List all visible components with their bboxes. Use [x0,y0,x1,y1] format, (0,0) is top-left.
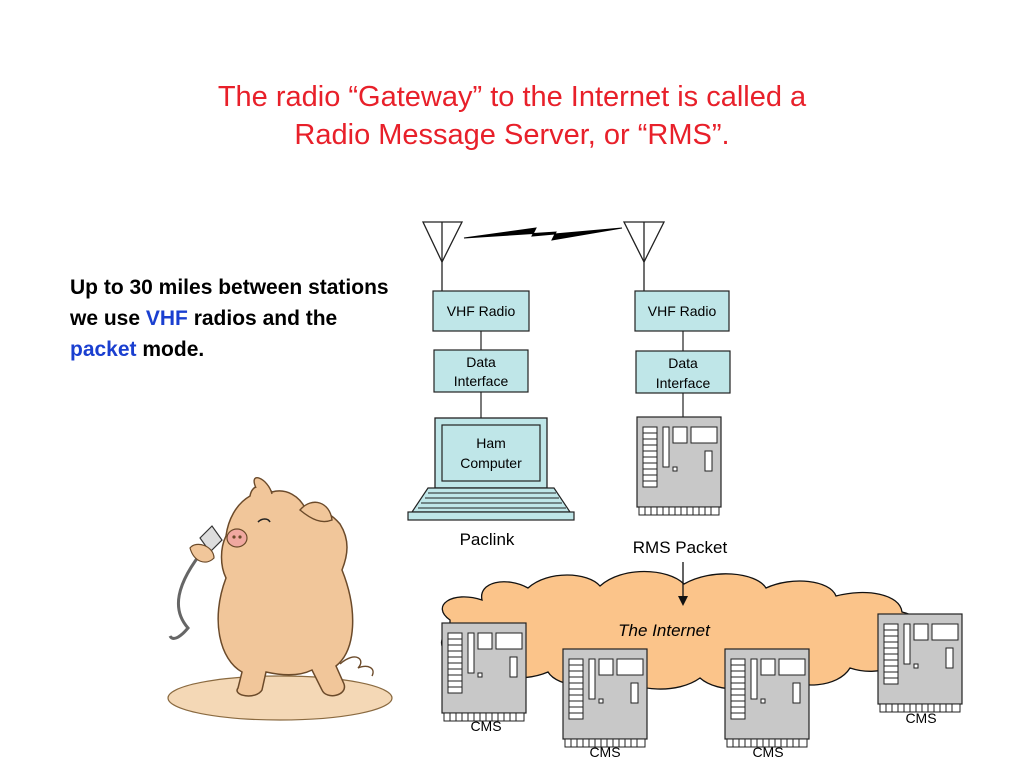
left-vhf-radio-label: VHF Radio [447,303,516,319]
left-interface-label-1: Data [466,354,496,370]
right-interface-label-1: Data [668,355,698,371]
slide-title: The radio “Gateway” to the Internet is c… [0,78,1024,154]
left-data-interface-box: Data Interface [433,349,529,393]
arrow-down-icon [678,596,688,606]
title-line-2: Radio Message Server, or “RMS”. [294,119,730,151]
caption-part-2: radios and the [187,307,338,330]
cms-server-icon-4 [877,613,963,713]
cms-label-3: CMS [752,744,783,760]
title-line-1: The radio “Gateway” to the Internet is c… [217,81,807,113]
internet-label: The Internet [618,621,711,640]
computer-label-1: Ham [476,435,506,451]
caption-highlight-packet: packet [70,338,137,361]
caption-text: Up to 30 miles between stations we use V… [70,272,390,365]
rms-server-icon [636,416,722,516]
caption-highlight-vhf: VHF [145,307,188,330]
right-antenna-icon [622,221,666,291]
cms-label-2: CMS [589,744,620,760]
paclink-label: Paclink [460,530,515,549]
cms-server-icon-3 [724,648,810,748]
computer-label-2: Computer [460,455,522,471]
caption-part-3: mode. [136,338,205,361]
radio-link-bolt-icon [463,227,623,241]
cms-server-icon-1 [441,622,527,722]
right-vhf-radio-label: VHF Radio [648,303,717,319]
pig-mascot-icon [167,477,393,721]
caption-part-1: Up to 30 miles between stations we use [70,276,389,330]
cms-server-icon-2 [562,648,648,748]
laptop-icon: Ham Computer [407,417,575,521]
right-interface-label-2: Interface [656,375,711,391]
right-data-interface-box: Data Interface [635,350,731,394]
left-vhf-radio-box: VHF Radio [432,290,530,332]
rms-packet-label: RMS Packet [633,538,728,557]
cms-label-1: CMS [470,718,501,734]
left-antenna-icon [421,221,464,291]
right-vhf-radio-box: VHF Radio [634,290,730,332]
left-interface-label-2: Interface [454,373,509,389]
cms-label-4: CMS [905,710,936,726]
